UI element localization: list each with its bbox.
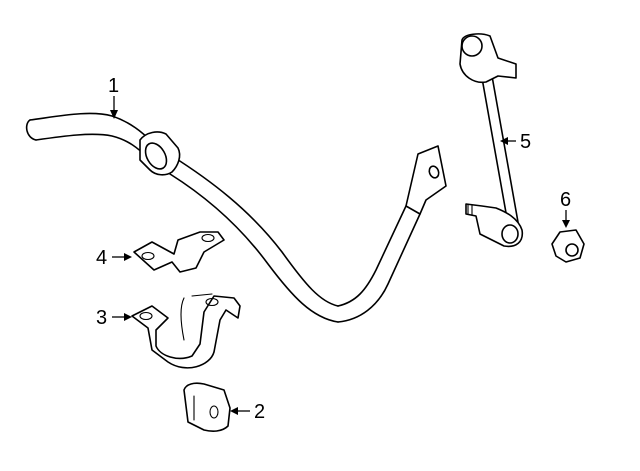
callout-4: 4	[96, 247, 132, 269]
nut	[551, 229, 585, 263]
callout-6: 6	[560, 189, 571, 228]
callout-3-label: 3	[96, 307, 107, 329]
callout-4-label: 4	[96, 247, 107, 269]
callout-2: 2	[230, 401, 265, 423]
callout-5: 5	[500, 131, 531, 153]
bracket-upper	[133, 231, 225, 273]
callout-2-arrowhead	[230, 407, 238, 415]
callout-1: 1	[108, 75, 119, 119]
callout-3-arrowhead	[124, 313, 132, 321]
callout-1-label: 1	[108, 75, 119, 97]
stabilizer-link	[459, 33, 524, 248]
stabilizer-bar	[25, 112, 447, 323]
callout-6-arrowhead	[562, 220, 570, 228]
bushing	[183, 382, 231, 432]
callout-3: 3	[96, 307, 132, 329]
callout-2-label: 2	[254, 401, 265, 423]
callout-1-arrowhead	[110, 110, 118, 119]
callout-5-label: 5	[520, 131, 531, 153]
callout-6-label: 6	[560, 189, 571, 211]
callout-4-arrowhead	[124, 253, 132, 261]
bracket-lower	[131, 293, 241, 369]
callout-5-arrowhead	[500, 137, 508, 145]
